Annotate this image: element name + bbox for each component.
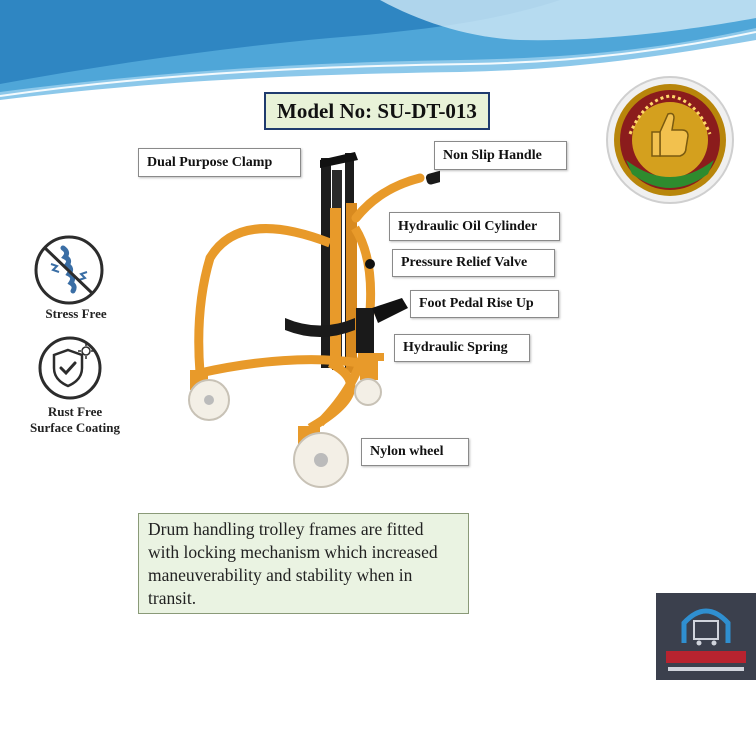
label-non-slip-handle-text: Non Slip Handle xyxy=(443,147,542,163)
rust-free-label: Rust Free Surface Coating xyxy=(14,404,136,436)
model-number-box: Model No: SU-DT-013 xyxy=(264,92,490,130)
label-hydraulic-spring-text: Hydraulic Spring xyxy=(403,340,508,355)
rust-free-text: Rust Free xyxy=(47,404,103,419)
stress-free-text: Stress Free xyxy=(45,306,107,321)
label-foot-pedal-rise-up: Foot Pedal Rise Up xyxy=(410,290,559,318)
label-non-slip-handle: Non Slip Handle xyxy=(434,141,567,170)
label-dual-purpose-clamp-text: Dual Purpose Clamp xyxy=(147,154,273,170)
label-pressure-relief-valve: Pressure Relief Valve xyxy=(392,249,555,277)
label-hydraulic-oil-cylinder-text: Hydraulic Oil Cylinder xyxy=(398,218,538,234)
stress-free-label: Stress Free xyxy=(30,306,122,322)
suwas-trolley-logo xyxy=(656,593,756,680)
model-number-text: Model No: SU-DT-013 xyxy=(277,98,477,123)
shield-check-icon xyxy=(38,336,102,400)
header-wave-decoration xyxy=(0,0,756,100)
label-dual-purpose-clamp: Dual Purpose Clamp xyxy=(138,148,301,177)
no-stress-icon xyxy=(34,235,104,305)
label-nylon-wheel-text: Nylon wheel xyxy=(370,444,444,459)
description-box: Drum handling trolley frames are fitted … xyxy=(138,513,469,614)
label-nylon-wheel: Nylon wheel xyxy=(361,438,469,466)
best-price-best-quality-badge xyxy=(606,76,734,204)
surface-coating-text: Surface Coating xyxy=(30,420,120,435)
label-hydraulic-oil-cylinder: Hydraulic Oil Cylinder xyxy=(389,212,560,241)
label-foot-pedal-rise-up-text: Foot Pedal Rise Up xyxy=(419,296,534,311)
drum-trolley-image xyxy=(188,152,440,488)
description-text: Drum handling trolley frames are fitted … xyxy=(148,519,438,608)
label-pressure-relief-valve-text: Pressure Relief Valve xyxy=(401,255,528,270)
label-hydraulic-spring: Hydraulic Spring xyxy=(394,334,530,362)
